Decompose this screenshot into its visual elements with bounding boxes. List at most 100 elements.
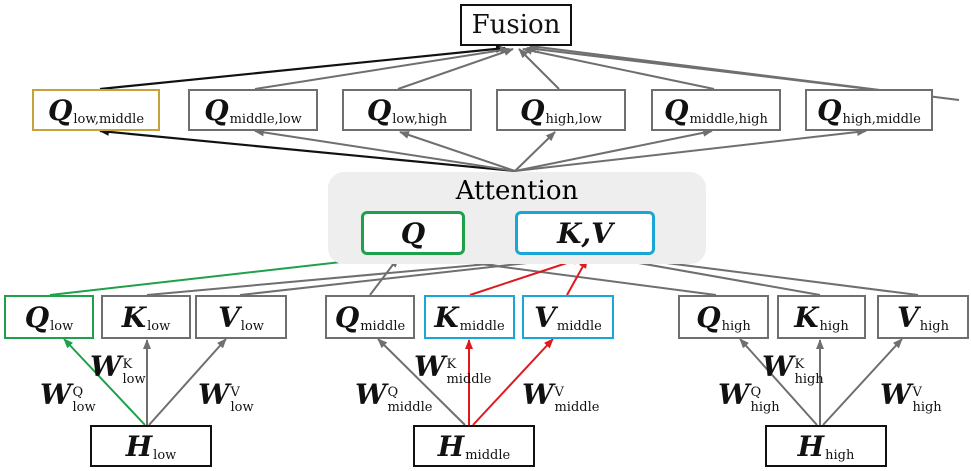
input-subscript: high [825, 447, 855, 463]
arrow-hmiddle-to-vmiddle [472, 338, 554, 426]
weight-symbol: W [718, 378, 750, 411]
output-subscript: high,low [545, 111, 602, 127]
attention-key-value-symbol: K,V [557, 216, 613, 250]
arrow-qhighlow-to-fusion [518, 48, 560, 90]
input-subscript: low [153, 447, 177, 463]
output-symbol: Q [664, 93, 689, 127]
weight-subscript: middle [554, 399, 600, 415]
weight-subscript: high [912, 399, 942, 415]
arrow-qmiddlelow-to-fusion [254, 46, 510, 90]
weight-superscript: V [554, 384, 564, 400]
attention-key-value-box: K,V [515, 211, 655, 255]
arrow-attention-to-qlowhigh [399, 131, 516, 172]
output-symbol: Q [817, 93, 842, 127]
projection-symbol: V [897, 300, 919, 334]
arrow-hmiddle-to-qmiddle [377, 338, 466, 426]
output-symbol: Q [520, 93, 545, 127]
weight-superscript: K [794, 356, 805, 372]
arrow-hlow-to-qlow [63, 338, 146, 426]
output-subscript: middle,low [229, 111, 302, 127]
projection-subscript: middle [360, 318, 406, 334]
weight-superscript: V [912, 384, 922, 400]
projection-symbol: Q [696, 300, 721, 334]
weight-superscript: K [122, 356, 133, 372]
input-symbol: H [797, 429, 825, 463]
projection-subscript: low [50, 318, 74, 334]
weight-symbol: W [355, 378, 387, 411]
arrow-qlow-to-q [49, 254, 386, 296]
attention-query-box: Q [361, 211, 465, 255]
weight-superscript: Q [750, 384, 762, 400]
arrow-vmiddle-to-kv [566, 258, 588, 296]
output-symbol: Q [366, 93, 392, 127]
arrow-attention-to-qlowmiddle [99, 127, 516, 173]
projection-subscript: low [147, 318, 171, 334]
projection-symbol: Q [334, 300, 360, 334]
projection-symbol: K [121, 300, 147, 334]
weight-subscript: low [122, 371, 146, 387]
attention-query-symbol: Q [400, 216, 426, 250]
arrow-hhigh-to-vhigh [822, 338, 903, 426]
arrow-attention-to-qmiddlelow [254, 128, 516, 172]
weight-subscript: middle [387, 399, 433, 415]
projection-subscript: middle [459, 318, 505, 334]
arrow-hhigh-to-qhigh [739, 338, 818, 426]
weight-symbol: W [762, 350, 794, 383]
projection-symbol: V [534, 300, 556, 334]
arrow-qmiddlehigh-to-fusion [522, 46, 715, 90]
weight-superscript: Q [387, 384, 399, 400]
weight-symbol: W [198, 378, 230, 411]
arrow-qlowhigh-to-fusion [397, 48, 514, 90]
arrow-kmiddle-to-kv [469, 257, 583, 296]
attention-title: Attention [455, 176, 579, 206]
weight-symbol: W [90, 350, 122, 383]
arrow-attention-to-qhighmiddle [514, 128, 867, 172]
output-subscript: low,high [392, 111, 448, 127]
fusion-label: Fusion [471, 10, 561, 40]
output-subscript: middle,high [689, 111, 768, 127]
input-symbol: H [125, 429, 153, 463]
arrow-attention-to-qhighlow [514, 131, 556, 172]
weight-subscript: low [230, 399, 254, 415]
weight-subscript: high [794, 371, 824, 387]
output-subscript: low,middle [73, 111, 145, 127]
weight-symbol: W [880, 378, 912, 411]
weight-superscript: K [446, 356, 457, 372]
output-subscript: high,middle [842, 111, 921, 127]
arrow-attention-to-qmiddlehigh [514, 128, 713, 172]
input-symbol: H [437, 429, 465, 463]
arrow-hlow-to-vlow [148, 338, 227, 426]
projection-symbol: K [434, 300, 459, 334]
input-subscript: middle [465, 447, 511, 463]
projection-subscript: high [819, 318, 849, 334]
projection-subscript: middle [556, 318, 602, 334]
weight-subscript: high [750, 399, 780, 415]
projection-subscript: low [240, 318, 264, 334]
weight-symbol: W [414, 350, 446, 383]
